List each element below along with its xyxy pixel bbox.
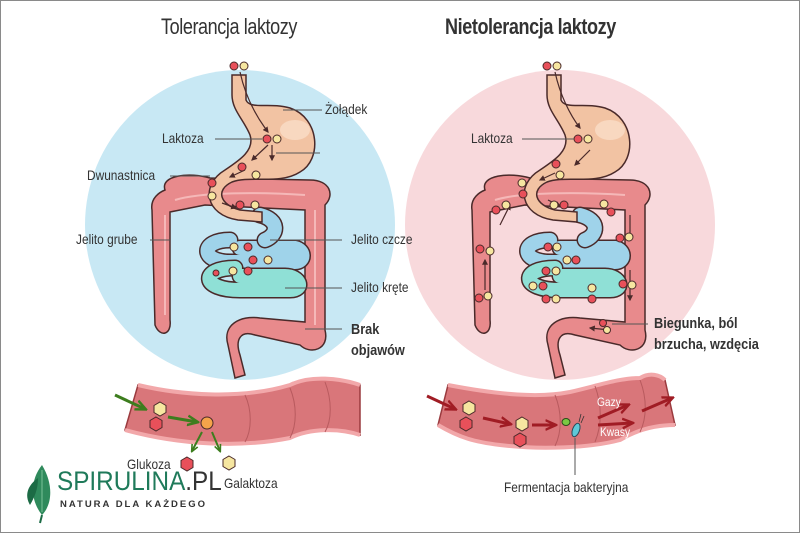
right-leader-lines	[522, 138, 648, 325]
label-glucose: Glukoza	[127, 456, 171, 472]
label-stomach: Żołądek	[325, 101, 368, 117]
label-duodenum: Dwunastnica	[87, 167, 156, 183]
label-jejunum: Jelito czcze	[351, 231, 413, 247]
label-large-intestine: Jelito grube	[76, 231, 138, 247]
label-galactose: Galaktoza	[224, 475, 278, 491]
left-digestive-system	[151, 71, 331, 379]
lactase-enzyme	[200, 416, 214, 430]
label-acids: Kwasy	[600, 425, 631, 439]
label-ileum: Jelito kręte	[351, 279, 409, 295]
right-molecules	[474, 61, 637, 334]
left-large-intestine	[151, 174, 331, 379]
spirulina-leaf-logo-icon	[27, 465, 51, 524]
galactose-legend-hexagon	[222, 455, 236, 471]
right-stomach	[523, 74, 631, 223]
bacteria-blue-icon	[571, 422, 581, 438]
bacteria-green-icon	[561, 418, 571, 426]
glucose-legend-hexagon	[180, 456, 194, 472]
label-bacterial-fermentation: Fermentacja bakteryjna	[504, 479, 629, 495]
label-lactose-left: Laktoza	[162, 130, 204, 146]
left-leader-lines	[150, 109, 342, 330]
label-lactose-right: Laktoza	[471, 130, 513, 146]
right-fermentation-tube	[426, 372, 676, 475]
glucose-hexagon	[149, 416, 163, 432]
label-no-symptoms-line1: Brak	[351, 321, 380, 338]
label-symptoms-line1: Biegunka, ból	[654, 315, 738, 332]
logo-tagline: NATURA DLA KAŻDEGO	[60, 499, 207, 510]
title-lactose-tolerance: Tolerancja laktozy	[161, 14, 298, 39]
logo-wordmark: SPIRULINA.PL	[57, 466, 222, 497]
label-no-symptoms-line2: objawów	[351, 342, 405, 359]
left-molecules	[207, 61, 282, 277]
galactose-hexagon	[153, 401, 167, 417]
label-gases: Gazy	[597, 395, 621, 409]
left-absorption-tube	[114, 376, 361, 472]
label-symptoms-line2: brzucha, wzdęcia	[654, 336, 759, 353]
title-lactose-intolerance: Nietolerancja laktozy	[445, 14, 616, 39]
logo-tld: .PL	[185, 466, 222, 496]
logo-brand: SPIRULINA	[57, 466, 186, 496]
